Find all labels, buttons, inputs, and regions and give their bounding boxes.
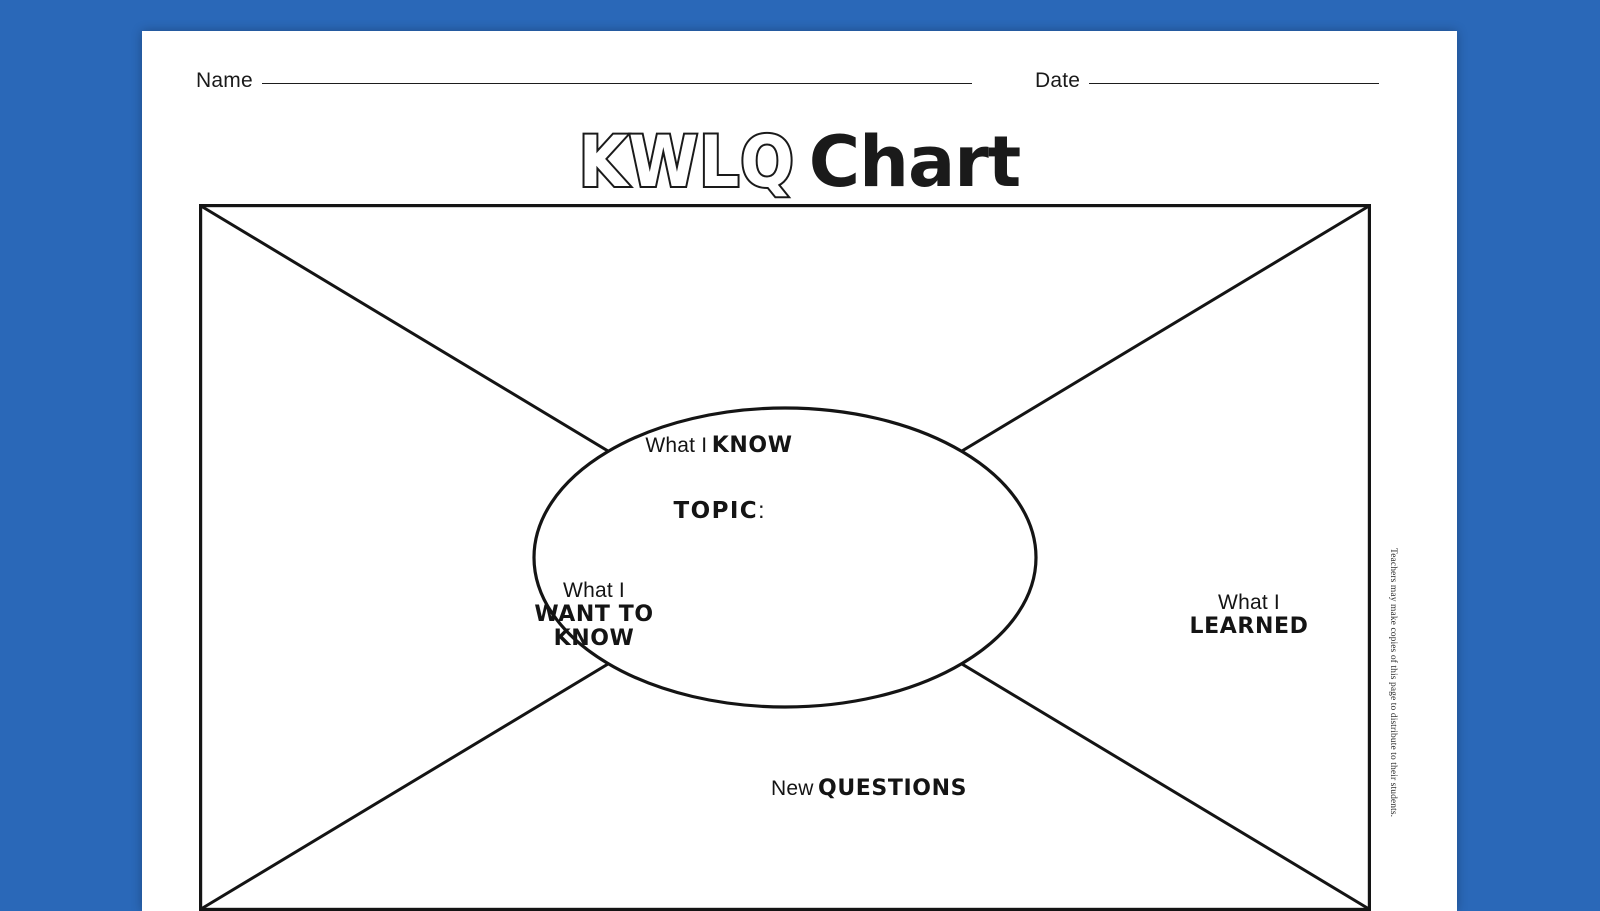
diagram-svg <box>199 204 1371 911</box>
learned-emphasis-text: LEARNED <box>1189 613 1309 639</box>
want-emphasis-line1: WANT TO <box>534 601 654 627</box>
region-label-learned: What I LEARNED <box>1129 591 1369 639</box>
date-write-line[interactable] <box>1089 83 1380 84</box>
topic-label-text: TOPIC <box>673 498 759 524</box>
title-outline-text: KWLQ <box>577 121 796 203</box>
know-emphasis-text: KNOW <box>711 433 793 458</box>
name-write-line[interactable] <box>261 83 972 84</box>
region-label-want-to-know: What I WANT TO KNOW <box>484 579 704 652</box>
name-label: Name <box>196 69 253 92</box>
region-label-know: What I KNOW <box>569 433 869 459</box>
kwlq-diagram: What I KNOW TOPIC: What I WANT TO KNOW W… <box>199 204 1371 911</box>
questions-emphasis-text: QUESTIONS <box>818 776 968 801</box>
name-date-row: Name Date <box>142 31 1457 111</box>
know-lead-text: What I <box>645 434 708 457</box>
want-lead-text: What I <box>563 579 625 602</box>
learned-lead-text: What I <box>1218 591 1280 614</box>
name-field[interactable]: Name <box>196 69 972 93</box>
date-field[interactable]: Date <box>1035 69 1380 93</box>
topic-ellipse <box>532 406 1038 709</box>
title-solid-text: Chart <box>808 121 1021 203</box>
topic-label[interactable]: TOPIC: <box>594 497 844 525</box>
region-label-new-questions: New QUESTIONS <box>709 776 1029 802</box>
attribution-text: Teachers may make copies of this page to… <box>1388 548 1398 818</box>
date-label: Date <box>1035 69 1081 92</box>
questions-lead-text: New <box>770 777 814 800</box>
topic-colon: : <box>758 497 765 523</box>
want-emphasis-line2: KNOW <box>553 626 635 652</box>
